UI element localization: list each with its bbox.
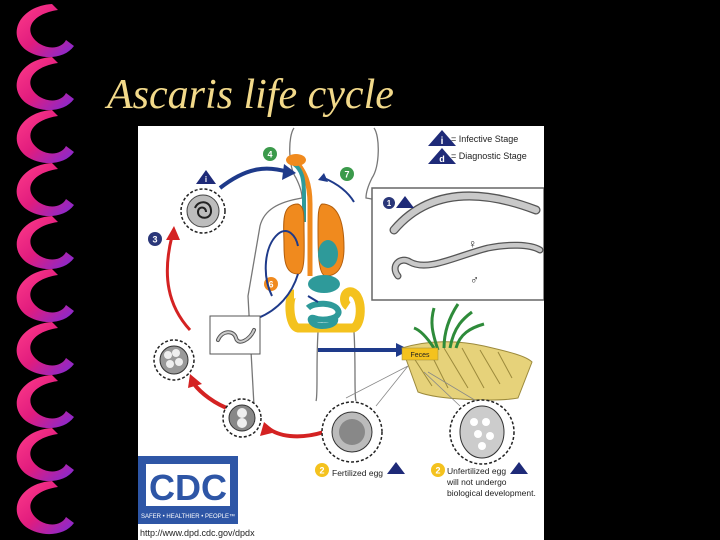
spiral-ring — [16, 428, 74, 482]
svg-text:i: i — [205, 175, 207, 184]
spiral-ring — [16, 4, 74, 58]
unfertilized-egg-label: will not undergo — [446, 477, 507, 487]
step-badge-1: 1 — [383, 196, 414, 209]
infective-icon — [196, 170, 216, 184]
diagnostic-icon — [510, 462, 528, 474]
cdc-logo-text: CDC — [149, 467, 227, 508]
spiral-ring — [16, 57, 74, 111]
infective-symbol: i — [441, 136, 444, 147]
fertilized-egg-label: Fertilized egg — [332, 468, 383, 478]
female-symbol: ♀ — [468, 237, 477, 251]
step-number: 2 — [435, 466, 440, 476]
diagnostic-stage-icon — [428, 148, 456, 164]
stomach — [308, 275, 340, 293]
step-badge-3: 3 — [148, 232, 162, 246]
spiral-ring — [16, 163, 74, 217]
step-badge-7: 7 — [340, 167, 354, 181]
life-cycle-diagram: i = Infective Stage d = Diagnostic Stage… — [138, 127, 544, 538]
unfertilized-egg-label: Unfertilized egg — [447, 466, 506, 476]
esophagus — [295, 162, 313, 276]
step-badge-2a: 2 — [315, 463, 329, 477]
unfertilized-egg-label: biological development. — [447, 488, 536, 498]
spiral-ring — [16, 216, 74, 270]
egg-to-worm-arrow — [307, 295, 319, 303]
small-intestine — [305, 300, 342, 330]
lung-to-throat-arrow — [323, 177, 355, 203]
step-number: 7 — [344, 170, 349, 180]
heart — [318, 240, 338, 268]
adult-worms-panel: ♀ ♂ — [371, 187, 544, 301]
unfertilized-egg — [449, 399, 515, 465]
step-badge-4: 4 — [263, 147, 277, 161]
spiral-ring — [16, 481, 74, 535]
diagnostic-symbol: d — [439, 154, 445, 164]
spiral-ring — [16, 375, 74, 429]
infective-egg: i — [180, 170, 226, 234]
spiral-ring — [16, 322, 74, 376]
left-lung — [283, 203, 305, 275]
spiral-binding — [16, 4, 74, 535]
cleaving-egg — [222, 398, 262, 438]
pharynx — [286, 154, 306, 166]
larva-panel — [209, 315, 261, 355]
ingestion-arrow — [218, 166, 289, 190]
life-cycle-figure: i = Infective Stage d = Diagnostic Stage… — [138, 126, 544, 540]
spiral-ring — [16, 110, 74, 164]
male-symbol: ♂ — [470, 273, 479, 287]
cdc-tagline: SAFER • HEALTHIER • PEOPLE™ — [141, 513, 235, 520]
larva-to-lung-arrow — [257, 273, 299, 319]
slide-title: Ascaris life cycle — [107, 72, 394, 118]
zoom-lines — [345, 365, 489, 409]
legend: i = Infective Stage d = Diagnostic Stage — [428, 130, 527, 164]
diagnostic-legend-label: = Diagnostic Stage — [451, 151, 527, 161]
segmented-egg — [153, 339, 195, 381]
development-arrow-lower — [266, 426, 325, 439]
development-arrow-upper — [165, 235, 192, 332]
diagnostic-icon — [387, 462, 405, 474]
step-number: 4 — [267, 150, 272, 160]
step-number: 1 — [387, 199, 392, 208]
soil-with-grass: Feces — [401, 303, 533, 401]
diagnostic-icon — [396, 196, 414, 208]
step-number: 3 — [152, 235, 157, 245]
feces-label: Feces — [410, 352, 430, 359]
cdc-logo: CDC SAFER • HEALTHIER • PEOPLE™ — [138, 456, 238, 524]
circulation-arrow — [264, 230, 299, 297]
step-number: 6 — [268, 280, 273, 290]
large-intestine — [285, 287, 365, 333]
spiral-ring — [16, 269, 74, 323]
infective-legend-label: = Infective Stage — [451, 134, 518, 144]
infective-stage-icon — [428, 130, 456, 146]
step-number: 2 — [319, 466, 324, 476]
fertilized-egg — [321, 401, 383, 463]
step-badge-2b: 2 — [431, 463, 445, 477]
source-url: http://www.dpd.cdc.gov/dpdx — [140, 528, 255, 538]
